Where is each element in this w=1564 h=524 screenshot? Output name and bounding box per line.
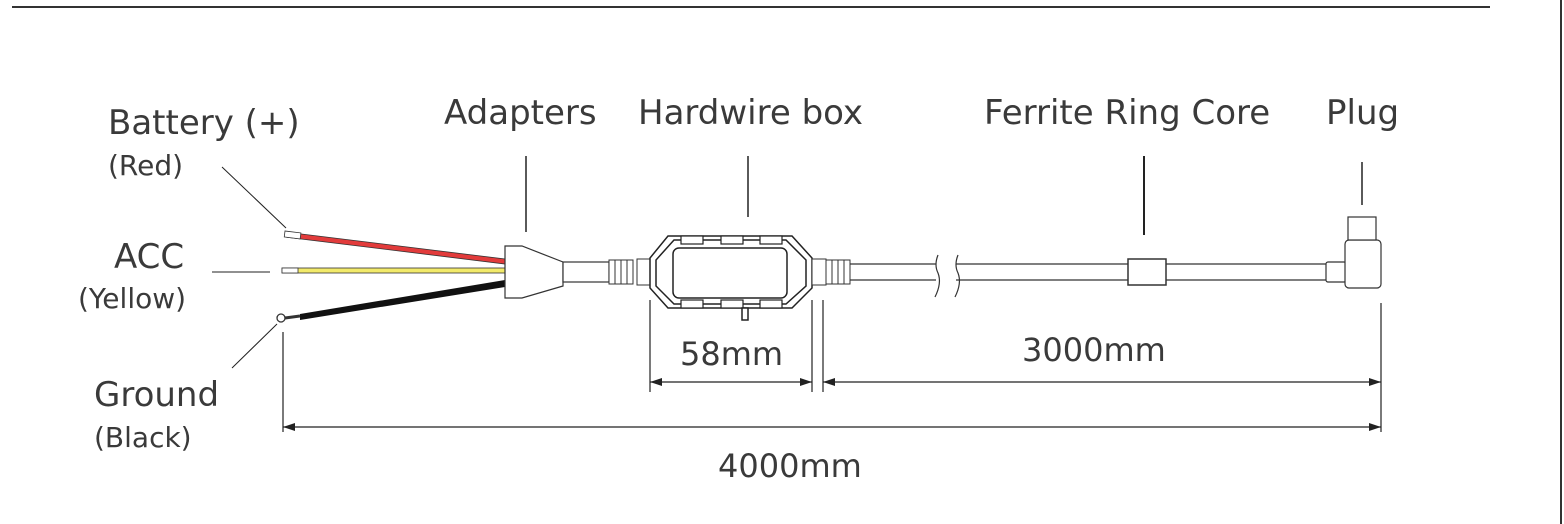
adapters-label: Adapters: [444, 93, 597, 133]
arrowheads: [283, 378, 1381, 431]
dimension-lines: [282, 300, 1382, 432]
usb-c-plug: [1325, 216, 1382, 289]
ferrite-core: [1127, 258, 1167, 286]
plug-label: Plug: [1326, 93, 1400, 133]
box-length-dimension: 58mm: [680, 335, 784, 373]
ground-label: Ground: [94, 375, 220, 415]
acc-label: ACC: [114, 237, 185, 277]
hardwire-box-label: Hardwire box: [638, 93, 864, 133]
adapter: [504, 245, 610, 299]
battery-leader: [221, 166, 287, 229]
total-length-dimension: 4000mm: [718, 447, 862, 485]
acc-color-label: (Yellow): [78, 282, 187, 315]
cable: [850, 254, 1326, 298]
red-wire: [283, 230, 506, 265]
ferrite-label: Ferrite Ring Core: [984, 93, 1271, 133]
battery-label: Battery (+): [108, 103, 300, 143]
battery-color-label: (Red): [108, 149, 184, 182]
left-strain-relief: [608, 258, 652, 286]
ground-leader: [231, 323, 278, 369]
hardwire-box: [649, 235, 813, 321]
right-strain-relief: [811, 258, 851, 286]
ground-color-label: (Black): [94, 421, 192, 454]
cable-length-dimension: 3000mm: [1022, 331, 1166, 369]
yellow-wire: [281, 267, 507, 274]
black-wire: [276, 280, 505, 323]
